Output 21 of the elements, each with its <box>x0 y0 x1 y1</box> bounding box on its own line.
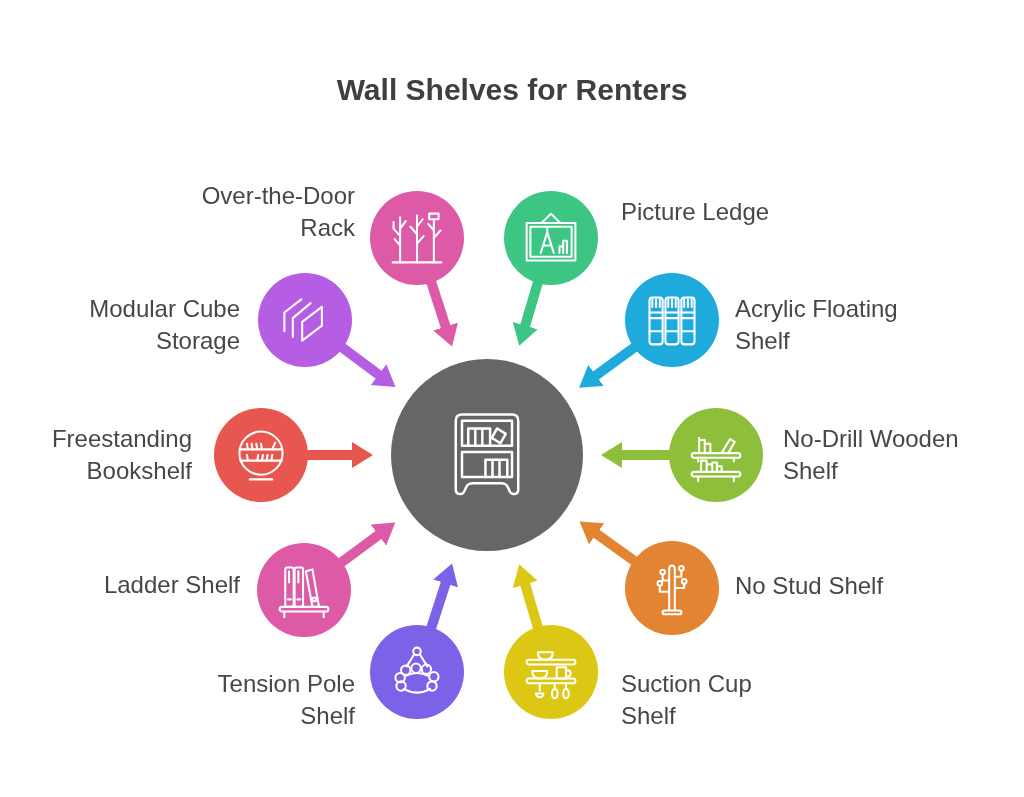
option-label: No-Drill Wooden Shelf <box>783 424 960 486</box>
option-label: Ladder Shelf <box>103 570 240 600</box>
option-label: Tension Pole Shelf <box>216 669 355 731</box>
option-label: Modular Cube Storage <box>88 294 240 356</box>
option-label: Freestanding Bookshelf <box>50 424 192 486</box>
arrow <box>426 563 458 631</box>
arrow <box>579 521 639 566</box>
option-label: No Stud Shelf <box>735 571 884 601</box>
arrow <box>601 442 671 468</box>
arrow <box>338 342 396 388</box>
arrow <box>426 279 458 347</box>
arrow <box>512 279 544 346</box>
arrow <box>512 564 544 631</box>
arrow <box>306 442 373 468</box>
option-label: Suction Cup Shelf <box>621 669 753 731</box>
diagram-title: Wall Shelves for Renters <box>336 72 688 108</box>
option-label: Acrylic Floating Shelf <box>735 294 899 356</box>
option-label: Over-the-Door Rack <box>200 181 355 243</box>
arrow <box>337 522 396 568</box>
option-label: Picture Ledge <box>621 197 770 227</box>
arrow <box>579 342 639 388</box>
